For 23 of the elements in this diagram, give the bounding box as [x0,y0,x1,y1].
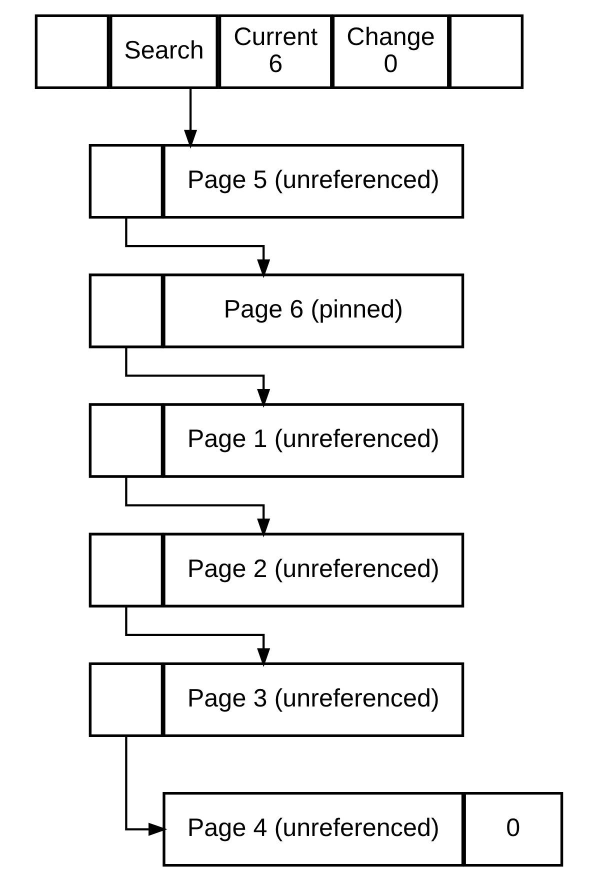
node-box [88,532,164,608]
arrow [125,736,168,836]
node-box: Current 6 [218,14,333,90]
node-box: Change 0 [332,14,450,90]
arrow [125,476,270,538]
node-box [88,144,164,219]
node-box: Search [110,14,218,90]
node-box [88,274,164,348]
node-box [88,403,164,478]
arrow [125,218,270,278]
node-box: Page 5 (unreferenced) [162,144,464,219]
node-box: Page 1 (unreferenced) [162,403,464,478]
node-box: Page 6 (pinned) [162,274,464,348]
node-box [34,14,110,90]
node-box: Page 3 (unreferenced) [162,662,464,738]
arrow [184,88,198,149]
arrow [125,347,270,408]
node-box [448,14,524,90]
node-box [88,662,164,738]
node-box: 0 [463,792,564,867]
node-box: Page 4 (unreferenced) [162,792,464,867]
node-box: Page 2 (unreferenced) [162,532,464,608]
arrow [125,606,270,667]
